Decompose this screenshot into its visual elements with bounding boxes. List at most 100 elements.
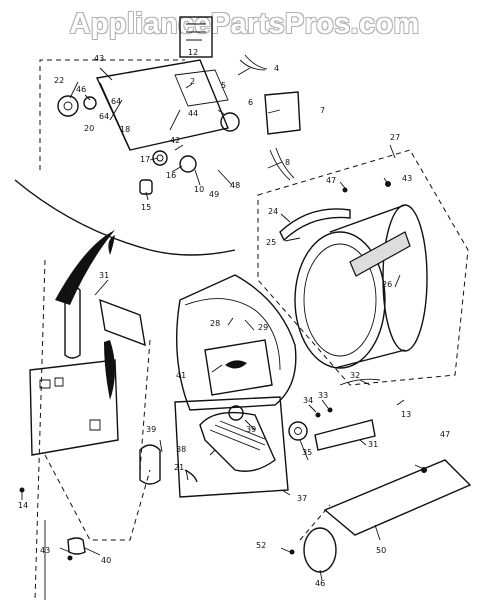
bulkhead-inner (184, 298, 281, 371)
lower-panel-details (39, 377, 101, 431)
callout-7: 7 (320, 106, 325, 115)
wire-32 (339, 378, 381, 386)
callout-6: 6 (248, 98, 253, 107)
button-15 (139, 179, 153, 195)
control-panel-edge (99, 82, 131, 151)
callout-46a: 46 (76, 85, 86, 94)
filter-mesh (209, 420, 266, 451)
screw-33 (327, 407, 333, 413)
callout-26a: 26 (382, 280, 392, 289)
callout-64b: 64 (111, 97, 121, 106)
callout-40: 40 (101, 556, 111, 565)
callout-39b: 39 (146, 425, 156, 434)
pulley-35-hub (294, 427, 302, 435)
callout-43b: 43 (402, 174, 412, 183)
duct-panel (99, 298, 146, 347)
knob-20 (83, 96, 97, 110)
panel-dashed-guide (39, 59, 185, 170)
cabinet-seam-black (55, 230, 115, 305)
callout-38: 38 (176, 445, 186, 454)
callout-labels: 12 2 4 5 6 7 22 43 46 20 64 64 18 44 42 … (18, 48, 450, 588)
callout-37: 37 (297, 494, 307, 503)
cabinet-left-dashed (34, 259, 46, 600)
callout-35: 35 (302, 448, 312, 457)
callout-47a: 47 (326, 176, 336, 185)
callout-4: 4 (274, 64, 279, 73)
seal-39 (139, 444, 161, 485)
callout-13: 13 (401, 410, 411, 419)
callout-28: 28 (210, 319, 220, 328)
callout-31b: 31 (368, 440, 378, 449)
drum-front-rim (294, 231, 386, 369)
cabinet-top-curve (14, 179, 236, 256)
callout-50: 50 (376, 546, 386, 555)
callout-48: 48 (230, 181, 240, 190)
callout-52: 52 (256, 541, 266, 550)
screw-47b (421, 467, 427, 473)
leader-lines (21, 67, 423, 581)
control-panel-bracket (174, 69, 229, 107)
knob-22 (57, 95, 79, 117)
bracket-31 (314, 419, 376, 451)
bulkhead-assembly (108, 235, 297, 411)
drum-rear-rim (382, 204, 428, 352)
pulley-35 (288, 421, 308, 441)
callout-44: 44 (188, 109, 198, 118)
callout-25: 25 (266, 238, 276, 247)
filter-assembly (139, 396, 289, 498)
screw-47 (342, 187, 348, 193)
callout-20: 20 (84, 124, 94, 133)
wires-8 (269, 147, 295, 181)
timer-detail (186, 23, 206, 41)
callout-43c: 43 (40, 546, 50, 555)
callout-64a: 64 (99, 112, 109, 121)
front-panel-41 (204, 339, 273, 396)
callout-42: 42 (170, 136, 180, 145)
callout-27: 27 (390, 133, 400, 142)
lower-dashed (44, 454, 151, 541)
callout-2: 2 (190, 77, 195, 86)
callout-10: 10 (194, 185, 204, 194)
pointer-black (108, 235, 115, 255)
control-panel-assembly (39, 16, 301, 195)
callout-leaders (21, 67, 423, 581)
switch-6 (220, 112, 240, 132)
filter-frame-37 (174, 396, 289, 498)
lower-panel (29, 359, 119, 456)
filter-screen-38 (199, 411, 276, 472)
drum-bottom-edge (334, 349, 406, 369)
drum-baffle-26 (349, 231, 411, 277)
switch-7 (264, 91, 301, 135)
drum-assembly (257, 149, 469, 386)
wires-4 (239, 54, 268, 71)
drum-dashed-boundary (257, 149, 469, 386)
screw-52 (289, 549, 295, 555)
drum-top-edge (329, 204, 406, 233)
callout-15: 15 (141, 203, 151, 212)
callout-22: 22 (54, 76, 64, 85)
grommet-39 (228, 405, 244, 421)
callout-17: 17 (140, 155, 150, 164)
bulkhead-28 (175, 274, 297, 411)
callout-33: 33 (318, 391, 328, 400)
callout-32: 32 (350, 371, 360, 380)
cabinet-inner-dashed (139, 339, 151, 471)
knob-22-hub (63, 101, 73, 111)
callout-16: 16 (166, 171, 176, 180)
screw-43c (67, 555, 73, 561)
callout-14: 14 (18, 501, 28, 510)
callout-18: 18 (120, 125, 130, 134)
callout-39a: 39 (246, 425, 256, 434)
bushing-16 (179, 155, 197, 173)
callout-47b: 47 (440, 430, 450, 439)
motor-assembly (288, 378, 472, 573)
knob-17 (152, 150, 168, 166)
callout-21: 21 (174, 463, 184, 472)
callout-29: 29 (258, 323, 268, 332)
seal-24 (279, 208, 351, 242)
duct-strip (104, 340, 115, 400)
duct-46 (303, 527, 337, 573)
callout-24: 24 (268, 207, 278, 216)
